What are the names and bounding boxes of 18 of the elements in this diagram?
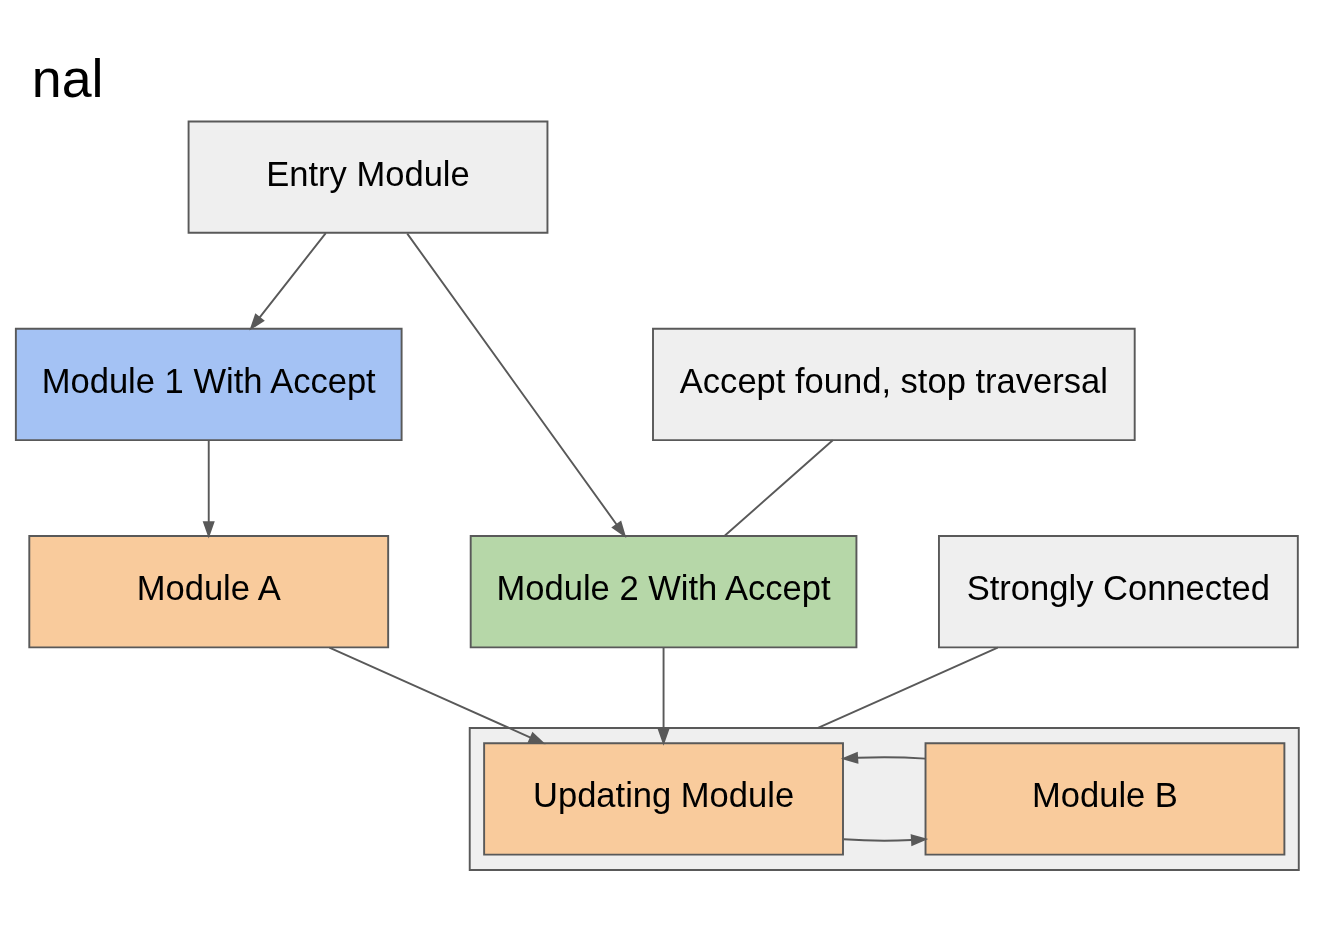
arrow [842,834,929,847]
arrow [657,646,670,746]
node-box: Module B [924,742,1286,856]
node-box: Module A [28,535,390,649]
arrow [249,232,327,331]
node-box: Entry Module [187,120,549,234]
node-box: Module 2 With Accept [469,535,858,649]
arrow [328,646,546,745]
connector [817,646,999,729]
node-box: Updating Module [483,742,844,856]
node-box: Module 1 With Accept [14,327,403,442]
arrow [202,439,215,539]
node-box: Strongly Connected [938,535,1299,649]
node-box: Accept found, stop traversal [652,327,1136,442]
arrow [406,232,627,539]
arrow [840,751,927,764]
diagram-title: nal [31,48,104,109]
connector [724,439,834,537]
